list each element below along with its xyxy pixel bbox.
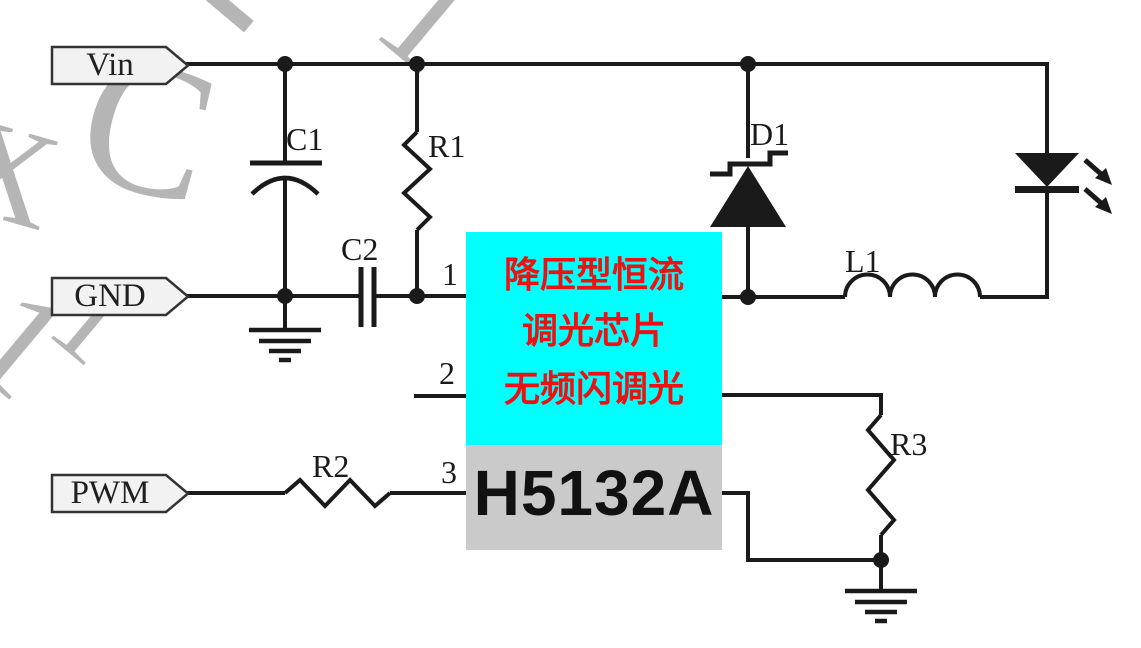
ground-symbol-right <box>845 588 917 624</box>
d1-label: D1 <box>750 116 790 152</box>
junction-dot <box>409 56 425 72</box>
chip-body <box>466 232 722 550</box>
c1-capacitor-symbol <box>250 160 322 196</box>
r3-resistor-symbol <box>865 413 897 537</box>
pwm-connector-label: PWM <box>70 475 150 511</box>
chip-part-number: H5132A <box>473 457 715 529</box>
pwm-connector-flag <box>50 473 190 514</box>
chip-info-box <box>466 232 722 445</box>
chip-pin2-label: 2 <box>439 355 455 391</box>
chip-description-line-1: 降压型恒流 <box>503 254 684 295</box>
c2-capacitor-symbol <box>358 267 377 327</box>
c1-label: C1 <box>286 121 324 157</box>
chip-pin1-label: 1 <box>442 256 458 292</box>
wire-vin-rail <box>186 62 1049 153</box>
l1-inductor-symbol <box>843 272 982 298</box>
chip-name-box <box>466 445 722 550</box>
vin-connector-label: Vin <box>86 47 134 83</box>
r1-label: R1 <box>428 128 466 164</box>
r2-resistor-symbol <box>283 477 392 509</box>
gnd-connector-flag <box>50 276 190 317</box>
junction-dot <box>740 56 756 72</box>
chip-description-line-3: 无频闪调光 <box>503 368 684 409</box>
ground-symbol-left <box>249 327 321 363</box>
r1-resistor-symbol <box>401 130 433 232</box>
junction-dots <box>277 56 889 568</box>
junction-dot <box>409 288 425 304</box>
l1-label: L1 <box>845 243 881 279</box>
chip-pin3-label: 3 <box>441 454 457 490</box>
gnd-connector-label: GND <box>74 278 146 314</box>
wires <box>186 62 1049 590</box>
wire-pin5-route <box>722 491 881 562</box>
junction-dot <box>873 552 889 568</box>
wire-led-down <box>980 193 1049 299</box>
junction-dot <box>277 288 293 304</box>
led-symbol <box>1015 153 1112 214</box>
d1-schottky-diode-symbol <box>710 150 788 227</box>
led-emission-arrows <box>1083 158 1112 214</box>
junction-dot <box>740 289 756 305</box>
c2-label: C2 <box>341 231 379 267</box>
vin-connector-flag <box>50 45 190 86</box>
junction-dot <box>277 56 293 72</box>
chip-description-line-2: 调光芯片 <box>521 310 666 351</box>
r3-label: R3 <box>890 426 928 462</box>
r2-label: R2 <box>312 448 350 484</box>
connector-flags <box>50 45 190 514</box>
wire-pin4-to-r3 <box>722 393 883 415</box>
